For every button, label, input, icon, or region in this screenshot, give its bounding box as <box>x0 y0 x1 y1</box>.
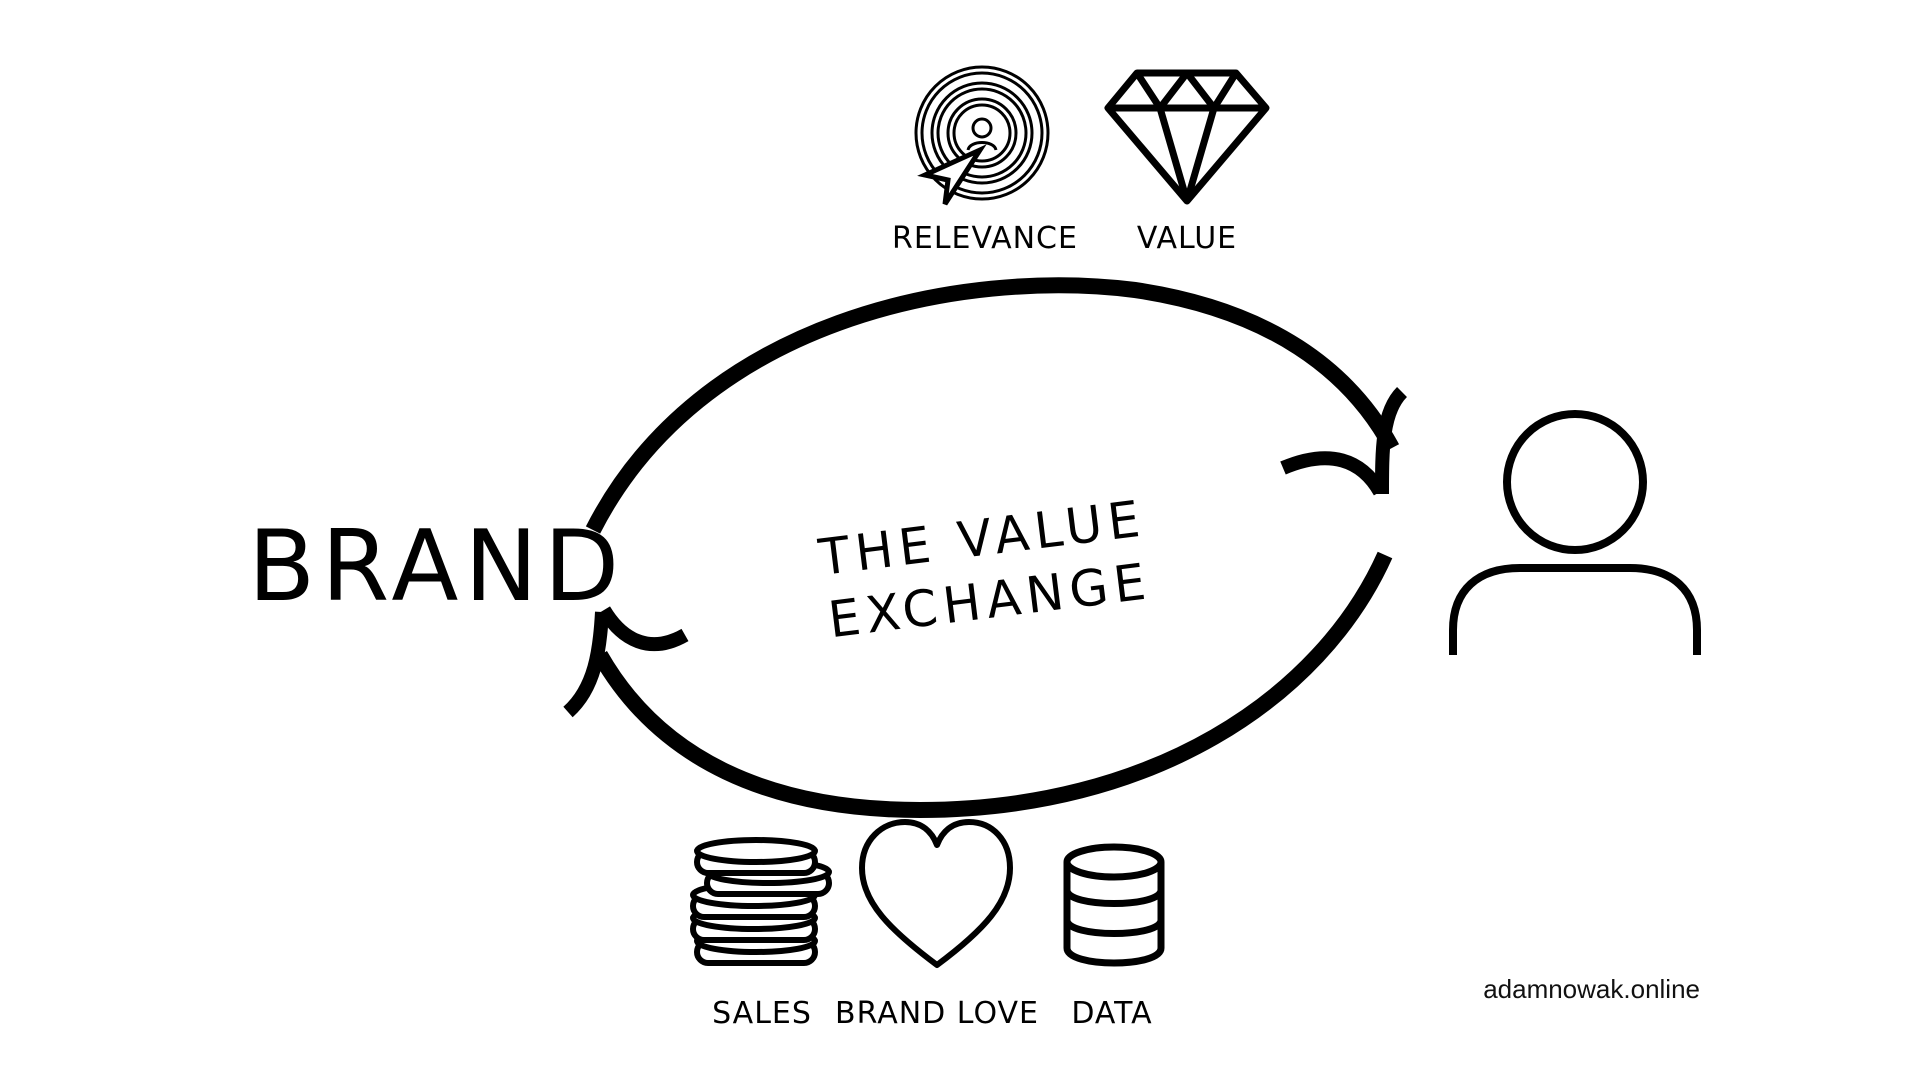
bottom-item-data: DATA <box>1063 843 1165 1031</box>
heart-icon <box>859 819 1013 968</box>
top-item-value: VALUE <box>1104 69 1270 256</box>
value-label: VALUE <box>1137 221 1237 256</box>
brand-label: BRAND <box>248 510 625 624</box>
brand-love-label: BRAND LOVE <box>835 996 1039 1031</box>
sales-label: SALES <box>712 996 812 1031</box>
database-icon <box>1063 843 1165 967</box>
data-label: DATA <box>1071 996 1152 1031</box>
top-item-relevance: RELEVANCE <box>892 65 1078 256</box>
bottom-item-sales: SALES <box>690 837 832 1031</box>
arrow-brand-to-customer <box>585 277 1408 534</box>
coin-stack-icon <box>690 837 832 966</box>
arrow-customer-to-brand <box>563 551 1393 819</box>
bottom-item-brand-love: BRAND LOVE <box>835 819 1039 1031</box>
person-icon <box>1449 410 1701 655</box>
center-label: THE VALUE EXCHANGE <box>815 489 1155 649</box>
target-cursor-icon <box>914 65 1050 206</box>
credit-text[interactable]: adamnowak.online <box>1483 974 1700 1004</box>
diamond-icon <box>1104 69 1270 205</box>
relevance-label: RELEVANCE <box>892 221 1078 256</box>
